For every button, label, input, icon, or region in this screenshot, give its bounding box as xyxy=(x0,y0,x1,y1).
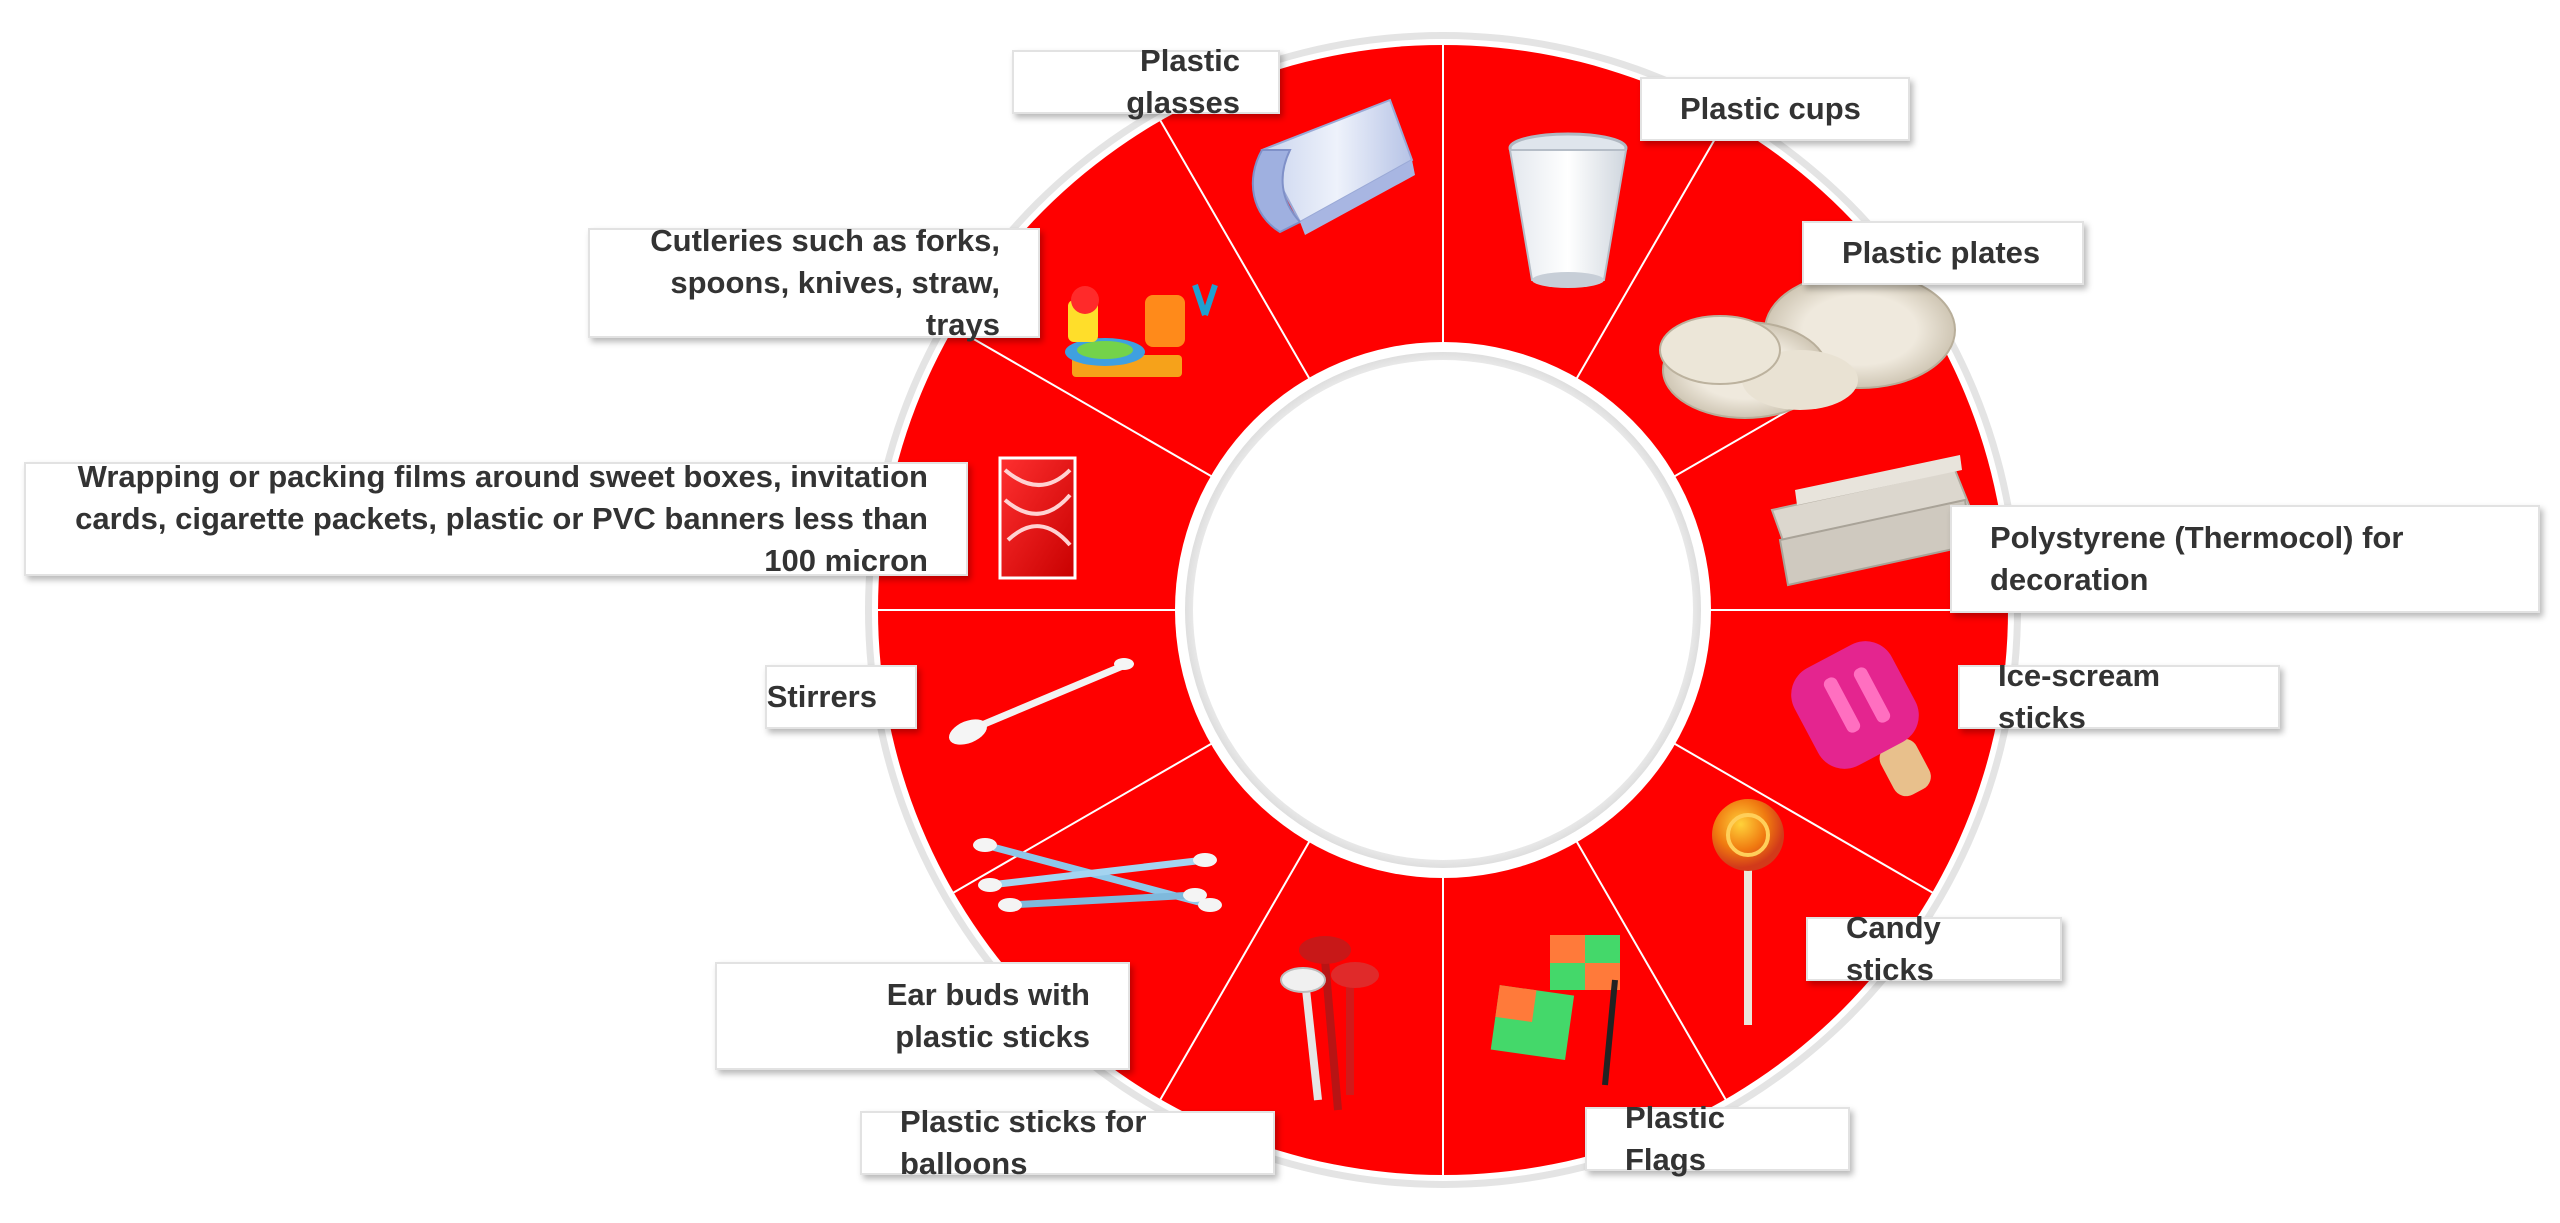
callout-ear-buds: Ear buds with plastic sticks xyxy=(715,962,1130,1070)
wrapping-film-icon xyxy=(998,456,1077,580)
callout-plastic-cups: Plastic cups xyxy=(1640,77,1910,141)
cutlery-set-icon xyxy=(1065,284,1218,377)
callout-plastic-glasses: Plastic glasses xyxy=(1012,43,1280,120)
callout-stirrers: Stirrers xyxy=(765,665,917,729)
label-cutleries: Cutleries such as forks, spoons, knives,… xyxy=(650,223,1000,342)
label-plastic-cups: Plastic cups xyxy=(1680,91,1861,126)
segment-divider xyxy=(1573,119,1727,384)
plastic-plates-icon xyxy=(1659,271,1956,419)
label-ear-buds: Ear buds with plastic sticks xyxy=(886,977,1090,1054)
callout-candy-sticks: Candy sticks xyxy=(1806,910,2062,987)
balloon-stick-icon xyxy=(1280,936,1379,1111)
lollipop-icon xyxy=(1712,799,1784,1025)
ear-buds-icon xyxy=(973,838,1222,912)
label-ice-cream-sticks: Ice-scream sticks xyxy=(1998,658,2161,735)
plastic-glasses-icon xyxy=(1251,98,1415,235)
callout-plastic-flags: Plastic Flags xyxy=(1585,1100,1850,1177)
label-candy-sticks: Candy sticks xyxy=(1846,910,1941,987)
callout-polystyrene: Polystyrene (Thermocol) for decoration xyxy=(1950,505,2540,613)
callout-balloon-sticks: Plastic sticks for balloons xyxy=(860,1104,1275,1181)
ice-cream-stick-icon xyxy=(1791,641,1931,797)
label-balloon-sticks: Plastic sticks for balloons xyxy=(900,1104,1147,1181)
stirrer-icon xyxy=(949,658,1134,745)
segment-divider xyxy=(952,740,1217,894)
label-wrapping-films: Wrapping or packing films around sweet b… xyxy=(75,459,928,578)
label-polystyrene: Polystyrene (Thermocol) for decoration xyxy=(1990,520,2404,597)
segment-divider xyxy=(1669,740,1934,894)
plastic-flags-icon xyxy=(1490,935,1620,1086)
segment-divider xyxy=(952,326,1217,480)
segment-divider xyxy=(1573,836,1727,1101)
callout-wrapping-films: Wrapping or packing films around sweet b… xyxy=(24,459,968,578)
label-plastic-flags: Plastic Flags xyxy=(1625,1100,1725,1177)
segment-divider xyxy=(1159,119,1313,384)
label-plastic-glasses: Plastic glasses xyxy=(1126,43,1240,120)
label-stirrers: Stirrers xyxy=(766,679,877,714)
callout-plastic-plates: Plastic plates xyxy=(1802,221,2084,285)
plastic-cup-icon xyxy=(1508,132,1628,288)
callout-cutleries: Cutleries such as forks, spoons, knives,… xyxy=(588,223,1040,342)
label-plastic-plates: Plastic plates xyxy=(1842,235,2041,270)
segment-divider xyxy=(1159,836,1313,1101)
callout-ice-cream-sticks: Ice-scream sticks xyxy=(1958,658,2280,735)
